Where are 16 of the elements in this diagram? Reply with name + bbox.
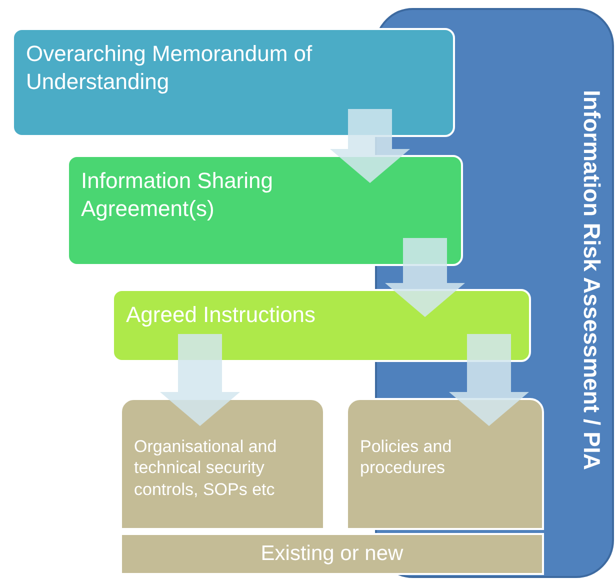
block-arrow xyxy=(449,334,529,426)
block-arrow xyxy=(160,334,240,426)
box-label: Information Sharing Agreement(s) xyxy=(81,167,274,222)
box-label: Overarching Memorandum of Understanding xyxy=(26,40,314,95)
process-box xyxy=(67,155,463,266)
vertical-label: Information Risk Assessment / PIA xyxy=(578,90,606,470)
process-box xyxy=(346,398,544,530)
box-label: Policies and procedures xyxy=(360,436,453,478)
box-label: Existing or new xyxy=(260,540,404,567)
process-box xyxy=(12,28,455,137)
block-arrow xyxy=(385,238,465,317)
box-label: Agreed Instructions xyxy=(126,301,316,328)
process-box xyxy=(120,398,325,530)
box-label: Organisational and technical security controls, SOPs etc xyxy=(134,436,278,500)
block-arrow xyxy=(330,109,410,183)
base-bar xyxy=(120,533,544,575)
